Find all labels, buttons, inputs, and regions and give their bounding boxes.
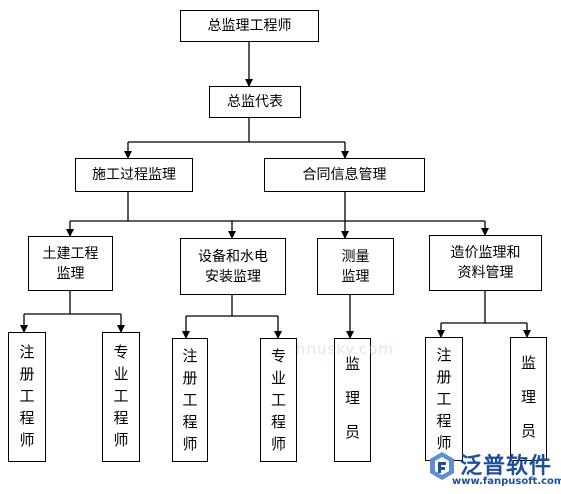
civil-professional-char: 业: [113, 365, 129, 383]
chief-engineer-label: 总监理工程师: [207, 18, 292, 34]
equipment-registered-char: 工: [182, 391, 198, 409]
cost-supervision-node: 造价监理和 资料管理: [429, 235, 542, 291]
civil-professional-char: 程: [113, 409, 129, 427]
equipment-supervision-line1: 设备和水电: [198, 248, 268, 265]
chief-representative-node: 总监代表: [209, 86, 301, 118]
equipment-registered-char: 程: [182, 413, 198, 431]
equipment-professional-engineer-node: 专 业 工 程 师: [260, 338, 297, 462]
cost-registered-char: 册: [436, 368, 452, 386]
civil-registered-char: 程: [19, 409, 35, 427]
cost-supervisor-char: 理: [520, 388, 536, 406]
contract-info-node: 合同信息管理: [264, 158, 425, 192]
fanpu-logo: 泛普软件 www.fanpusoft.com: [424, 446, 561, 492]
logo-name: 泛普软件: [460, 454, 553, 479]
cost-registered-engineer-node: 注 册 工 程 师: [425, 337, 463, 461]
construction-supervision-node: 施工过程监理: [75, 158, 193, 192]
equipment-supervision-node: 设备和水电 安装监理: [180, 238, 286, 295]
survey-supervision-line1: 测量: [341, 248, 370, 265]
civil-registered-engineer-node: 注 册 工 程 师: [8, 332, 46, 462]
fanpu-logo-icon: [430, 452, 454, 480]
logo-url: www.fanpusoft.com: [452, 476, 561, 487]
equipment-professional-char: 程: [270, 413, 286, 431]
cost-supervisor-node: 监 理 员: [510, 337, 547, 461]
equipment-professional-char: 工: [270, 391, 286, 409]
equipment-registered-char: 注: [182, 347, 198, 365]
cost-registered-char: 工: [436, 390, 452, 408]
survey-supervisor-char: 理: [344, 389, 360, 407]
cost-supervision-line1: 造价监理和: [450, 245, 521, 261]
equipment-professional-char: 专: [270, 347, 286, 365]
equipment-professional-char: 师: [270, 435, 286, 453]
civil-registered-char: 师: [19, 431, 35, 449]
equipment-professional-char: 业: [270, 369, 286, 387]
construction-supervision-label: 施工过程监理: [92, 167, 176, 183]
civil-professional-char: 专: [113, 343, 129, 361]
civil-registered-char: 工: [19, 387, 35, 405]
survey-supervision-line2: 监理: [341, 268, 370, 285]
equipment-registered-char: 册: [182, 369, 198, 387]
civil-registered-char: 册: [19, 365, 35, 383]
cost-registered-char: 程: [436, 412, 452, 430]
equipment-registered-engineer-node: 注 册 工 程 师: [172, 338, 208, 462]
civil-supervision-line2: 监理: [56, 265, 85, 282]
cost-supervision-line2: 资料管理: [457, 265, 514, 281]
survey-supervisor-char: 员: [344, 423, 360, 441]
civil-professional-engineer-node: 专 业 工 程 师: [102, 332, 140, 462]
contract-info-label: 合同信息管理: [302, 167, 387, 183]
survey-supervisor-node: 监 理 员: [334, 338, 371, 462]
cost-supervisor-char: 员: [520, 422, 536, 440]
civil-registered-char: 注: [19, 343, 35, 361]
civil-supervision-line1: 土建工程: [42, 245, 99, 262]
watermark-text: hnusky.com: [296, 340, 395, 358]
equipment-supervision-line2: 安装监理: [205, 268, 261, 285]
chief-engineer-node: 总监理工程师: [180, 10, 319, 42]
equipment-registered-char: 师: [182, 435, 198, 453]
survey-supervisor-char: 监: [344, 355, 360, 373]
survey-supervision-node: 测量 监理: [317, 238, 394, 295]
cost-registered-char: 师: [436, 434, 452, 452]
civil-supervision-node: 土建工程 监理: [28, 236, 113, 291]
civil-professional-char: 师: [113, 431, 129, 449]
civil-professional-char: 工: [113, 387, 129, 405]
chief-representative-label: 总监代表: [227, 94, 283, 110]
cost-registered-char: 注: [436, 346, 452, 364]
cost-supervisor-char: 监: [520, 354, 536, 372]
